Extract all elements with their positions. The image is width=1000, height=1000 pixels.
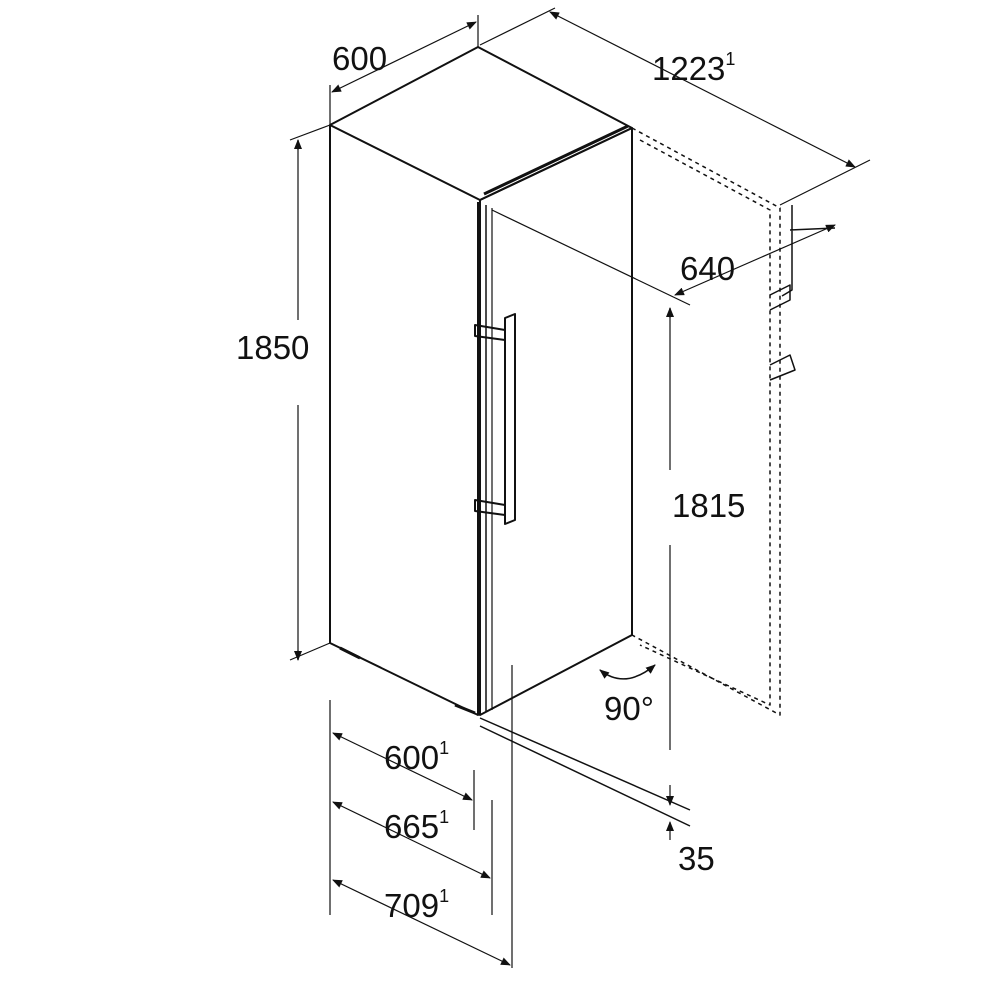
dim-door-clearance: 640 — [680, 250, 736, 287]
dim-total-height: 1850 — [236, 329, 310, 366]
dim-depth-3: 7091 — [384, 886, 450, 924]
fridge-door — [479, 127, 633, 716]
fridge-side-face — [329, 125, 479, 716]
dim-plinth: 35 — [678, 840, 715, 877]
dim-top-width: 600 — [332, 40, 388, 77]
open-door-outline — [631, 127, 781, 716]
dim-depth-1: 6001 — [384, 738, 450, 776]
dim-depth-2: 6651 — [384, 807, 450, 845]
door-handle — [504, 313, 516, 525]
dim-body-height: 1815 — [672, 487, 746, 524]
dim-door-angle: 90° — [604, 690, 654, 727]
dim-depth-door-open: 12231 — [652, 49, 736, 87]
